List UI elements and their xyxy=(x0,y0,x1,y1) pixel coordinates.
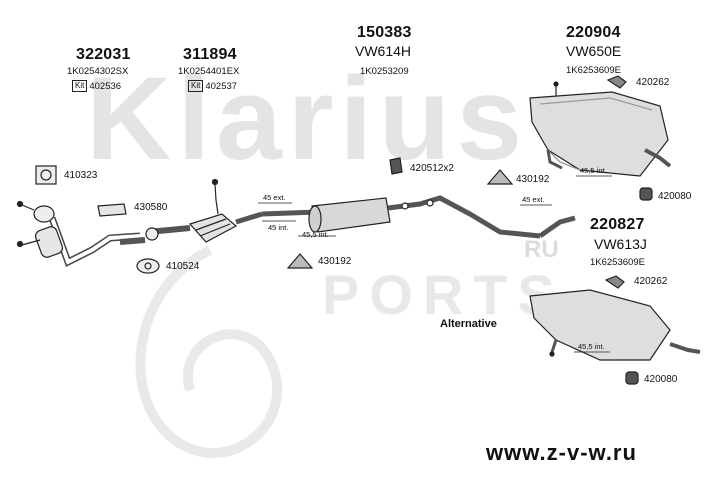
catalytic-converter-drawing xyxy=(145,178,263,243)
rubber-mount-430192-bottom-icon xyxy=(286,253,314,269)
dimension-label: 45 ext. xyxy=(522,195,545,204)
dimension-label: 45 int. xyxy=(268,223,289,232)
accessory-430192-top: 430192 xyxy=(516,174,550,185)
accessory-420080-bottom: 420080 xyxy=(644,374,678,385)
oem-number-322031: 1K0254302SX xyxy=(67,66,129,77)
accessory-430580: 430580 xyxy=(134,202,168,213)
dimension-label: 45,5 int. xyxy=(302,230,329,239)
model-150383: VW614H xyxy=(355,43,412,59)
kit-number: 402536 xyxy=(89,80,122,92)
accessory-420262-top: 420262 xyxy=(636,77,670,88)
model-220827: VW613J xyxy=(594,236,647,252)
rubber-420080-top-icon xyxy=(639,187,653,201)
accessory-410524: 410524 xyxy=(166,261,200,272)
dimension-label: 45,5 int. xyxy=(578,342,605,351)
gasket-410323-icon xyxy=(35,165,57,185)
watermark-ru: RU xyxy=(524,236,559,263)
alternative-label: Alternative xyxy=(440,318,497,330)
hanger-420262-top-icon xyxy=(606,75,627,89)
kit-label: Kit xyxy=(188,80,204,92)
kit-311894: Kit 402537 xyxy=(188,80,237,92)
kit-label: Kit xyxy=(72,80,88,92)
website-link[interactable]: www.z-v-w.ru xyxy=(486,440,637,465)
model-220904: VW650E xyxy=(566,43,622,59)
part-number-220904: 220904 xyxy=(566,24,621,41)
accessory-420080-top: 420080 xyxy=(658,191,692,202)
middle-silencer-drawing xyxy=(261,195,576,239)
watermark-brand: Klarius xyxy=(86,53,529,185)
part-number-311894: 311894 xyxy=(183,46,237,63)
rear-silencer-bottom-drawing xyxy=(529,289,701,361)
hanger-420262-bottom-icon xyxy=(604,275,625,289)
oem-number-220827: 1K6253609E xyxy=(590,257,645,268)
dimension-label: 45,5 int. xyxy=(580,166,607,175)
accessory-410323: 410323 xyxy=(64,170,98,181)
dimension-label: 45 ext. xyxy=(263,193,286,202)
oem-number-220904: 1K6253609E xyxy=(566,65,621,76)
gasket-430580-icon xyxy=(97,203,127,217)
watermark-ports: PORTS xyxy=(322,263,565,326)
accessory-420512: 420512x2 xyxy=(410,163,454,174)
oem-number-150383: 1K0253209 xyxy=(360,66,409,77)
part-number-220827: 220827 xyxy=(590,216,645,233)
oem-number-311894: 1K0254401EX xyxy=(178,66,240,77)
part-number-150383: 150383 xyxy=(357,24,412,41)
rear-silencer-top-drawing xyxy=(529,81,672,177)
rubber-420080-bottom-icon xyxy=(625,371,639,385)
front-pipe-drawing xyxy=(16,200,146,267)
accessory-430192-bottom: 430192 xyxy=(318,256,352,267)
rubber-mount-430192-top-icon xyxy=(486,169,514,185)
accessory-420262-bottom: 420262 xyxy=(634,276,668,287)
kit-number: 402537 xyxy=(205,80,238,92)
part-number-322031: 322031 xyxy=(76,46,131,63)
kit-322031: Kit 402536 xyxy=(72,80,121,92)
watermark-swirl xyxy=(135,245,283,458)
clamp-420512-icon xyxy=(389,157,403,175)
gasket-410524-icon xyxy=(136,258,160,274)
